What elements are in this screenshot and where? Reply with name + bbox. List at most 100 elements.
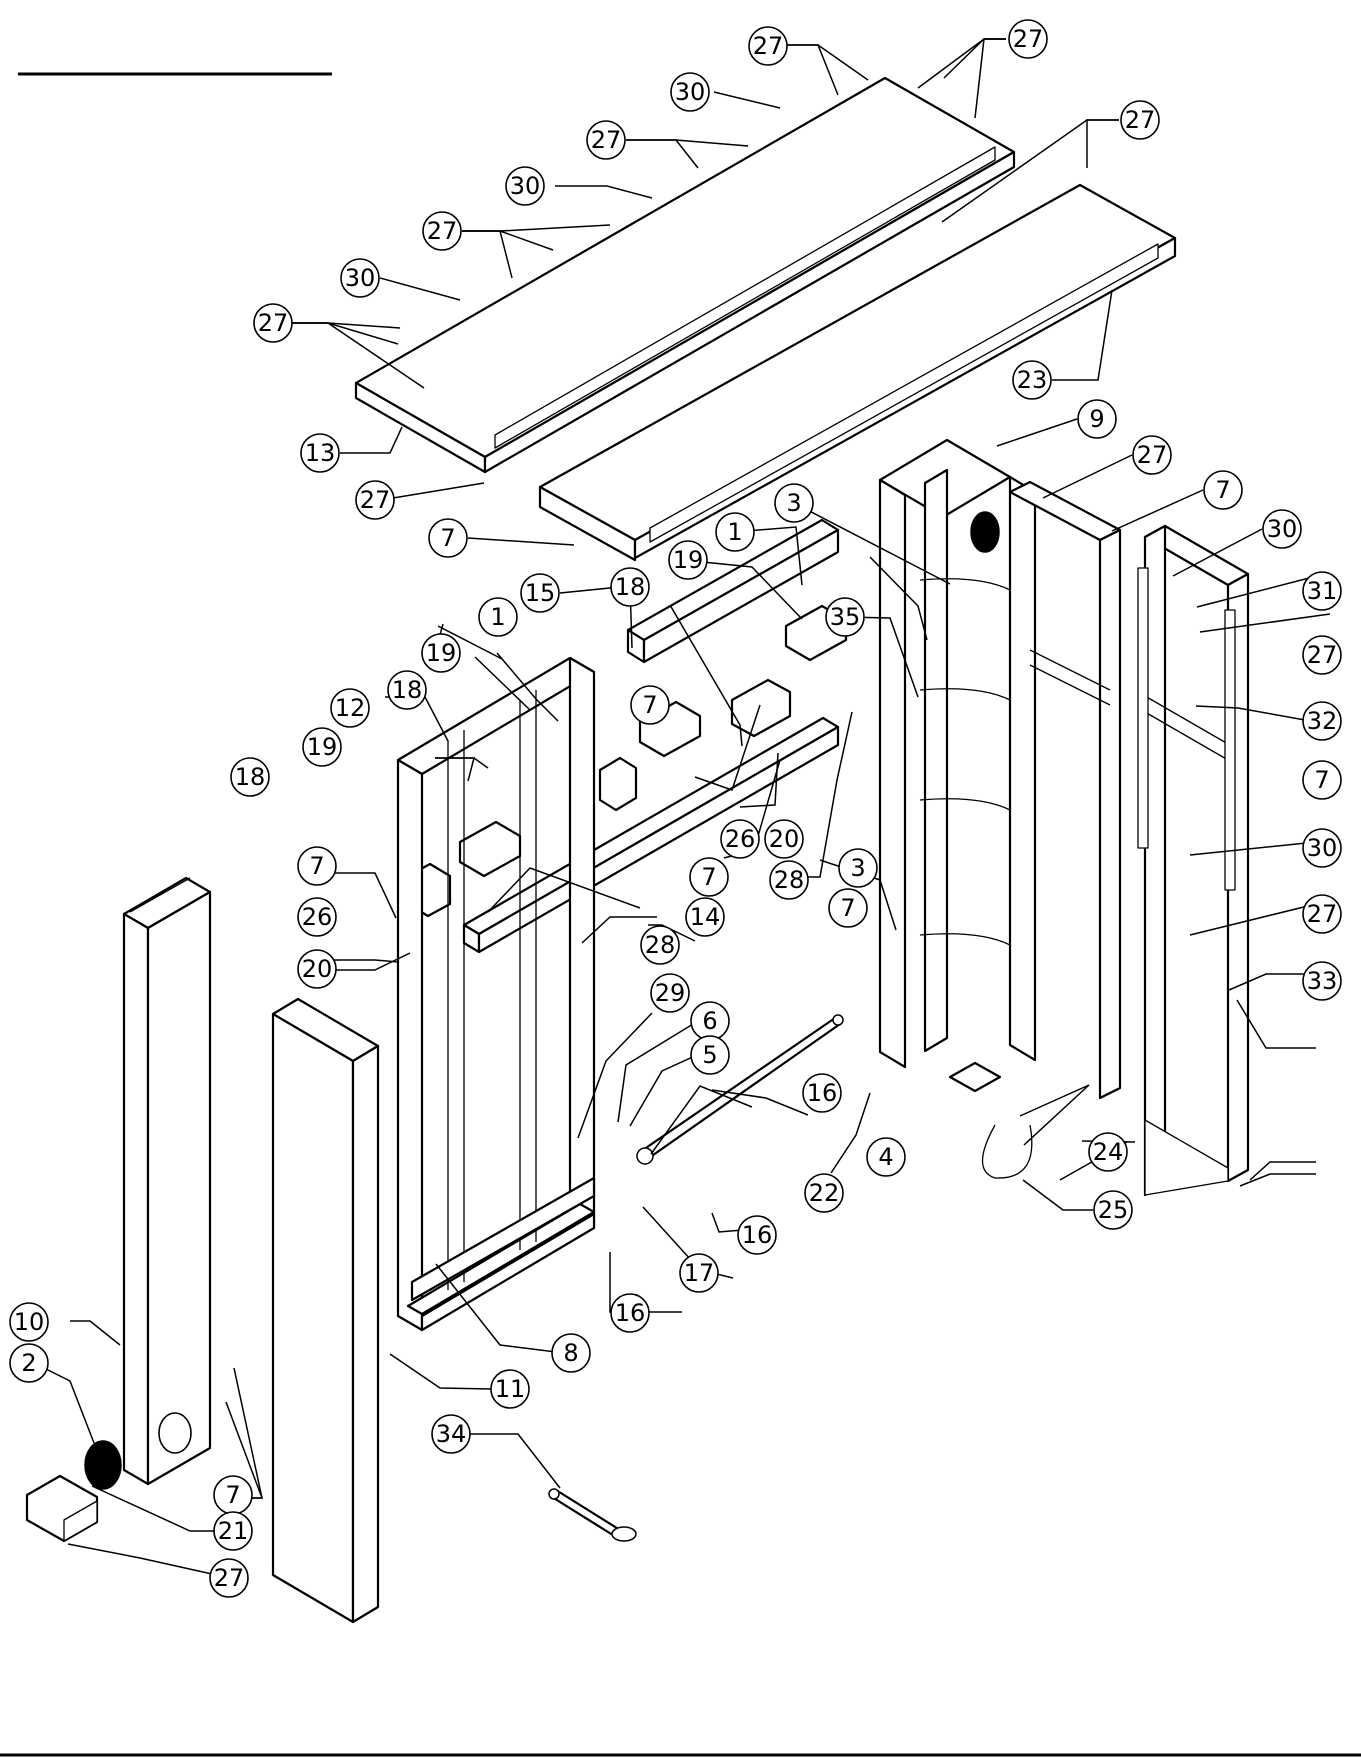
svg-text:27: 27	[360, 486, 391, 514]
svg-text:30: 30	[1267, 515, 1298, 543]
svg-text:5: 5	[702, 1041, 717, 1069]
svg-text:1: 1	[727, 518, 742, 546]
svg-text:11: 11	[495, 1375, 526, 1403]
callout-7: 7	[1204, 471, 1242, 509]
callout-26: 26	[298, 898, 336, 936]
svg-text:16: 16	[807, 1079, 838, 1107]
callout-26: 26	[721, 820, 759, 858]
svg-text:17: 17	[684, 1259, 715, 1287]
callout-6: 6	[691, 1002, 729, 1040]
callout-18: 18	[388, 671, 426, 709]
svg-text:10: 10	[14, 1308, 45, 1336]
svg-text:20: 20	[769, 825, 800, 853]
svg-text:16: 16	[742, 1221, 773, 1249]
svg-text:19: 19	[307, 733, 338, 761]
svg-text:9: 9	[1089, 405, 1104, 433]
svg-text:33: 33	[1307, 967, 1338, 995]
svg-text:27: 27	[1125, 106, 1156, 134]
callout-9: 9	[1078, 400, 1116, 438]
callout-33: 33	[1303, 962, 1341, 1000]
callout-30: 30	[671, 73, 709, 111]
callout-29: 29	[651, 974, 689, 1012]
svg-text:26: 26	[725, 825, 756, 853]
svg-text:22: 22	[809, 1179, 840, 1207]
callout-7: 7	[1303, 761, 1341, 799]
mounting-bracket	[27, 1476, 97, 1541]
svg-text:7: 7	[701, 863, 716, 891]
callout-7: 7	[298, 847, 336, 885]
svg-text:27: 27	[1307, 641, 1338, 669]
callout-27: 27	[1121, 101, 1159, 139]
svg-text:27: 27	[1013, 25, 1044, 53]
svg-text:7: 7	[840, 894, 855, 922]
svg-text:30: 30	[675, 78, 706, 106]
svg-text:27: 27	[258, 309, 289, 337]
svg-text:18: 18	[235, 763, 266, 791]
callout-16: 16	[738, 1216, 776, 1254]
callout-1: 1	[479, 598, 517, 636]
svg-text:27: 27	[753, 32, 784, 60]
svg-text:28: 28	[645, 931, 676, 959]
callout-10: 10	[10, 1303, 48, 1341]
svg-text:27: 27	[591, 126, 622, 154]
callout-27: 27	[254, 304, 292, 342]
callout-13: 13	[301, 434, 339, 472]
svg-text:29: 29	[655, 979, 686, 1007]
svg-text:3: 3	[850, 854, 865, 882]
svg-text:28: 28	[774, 866, 805, 894]
callout-7: 7	[631, 686, 669, 724]
svg-text:18: 18	[615, 573, 646, 601]
svg-text:19: 19	[673, 546, 704, 574]
callout-27: 27	[423, 212, 461, 250]
callout-25: 25	[1094, 1191, 1132, 1229]
fan-grille-right	[971, 512, 999, 552]
svg-text:15: 15	[525, 579, 556, 607]
callout-35: 35	[826, 598, 864, 636]
svg-text:30: 30	[345, 264, 376, 292]
svg-text:30: 30	[510, 172, 541, 200]
svg-text:8: 8	[563, 1339, 578, 1367]
callout-11: 11	[491, 1370, 529, 1408]
callout-3: 3	[775, 484, 813, 522]
callout-27: 27	[1303, 636, 1341, 674]
latch-assembly	[950, 1063, 1032, 1178]
svg-text:20: 20	[302, 955, 333, 983]
callout-22: 22	[805, 1174, 843, 1212]
callout-5: 5	[691, 1036, 729, 1074]
callout-27: 27	[1303, 895, 1341, 933]
callout-30: 30	[506, 167, 544, 205]
svg-text:7: 7	[440, 524, 455, 552]
callout-27: 27	[1009, 20, 1047, 58]
front-door-panel	[273, 999, 378, 1622]
svg-text:7: 7	[1215, 476, 1230, 504]
callout-16: 16	[803, 1074, 841, 1112]
callout-15: 15	[521, 574, 559, 612]
callout-24: 24	[1089, 1133, 1127, 1171]
fan-grille-left	[85, 1441, 121, 1489]
svg-text:19: 19	[426, 639, 457, 667]
callout-27: 27	[210, 1559, 248, 1597]
callout-27: 27	[587, 121, 625, 159]
svg-text:34: 34	[436, 1420, 467, 1448]
callout-18: 18	[231, 758, 269, 796]
svg-text:27: 27	[427, 217, 458, 245]
callout-1: 1	[716, 513, 754, 551]
callout-8: 8	[552, 1334, 590, 1372]
svg-text:13: 13	[305, 439, 336, 467]
callout-2: 2	[10, 1344, 48, 1382]
callout-30: 30	[341, 259, 379, 297]
callout-34: 34	[432, 1415, 470, 1453]
svg-text:2: 2	[21, 1349, 36, 1377]
svg-text:21: 21	[218, 1517, 249, 1545]
callout-32: 32	[1303, 702, 1341, 740]
svg-text:27: 27	[214, 1564, 245, 1592]
svg-text:27: 27	[1137, 441, 1168, 469]
callout-30: 30	[1263, 510, 1301, 548]
svg-text:4: 4	[878, 1143, 893, 1171]
svg-text:6: 6	[702, 1007, 717, 1035]
link-bar	[549, 1489, 636, 1541]
callout-7: 7	[214, 1476, 252, 1514]
callout-7: 7	[690, 858, 728, 896]
left-door-frame	[398, 658, 594, 1330]
callout-30: 30	[1303, 829, 1341, 867]
